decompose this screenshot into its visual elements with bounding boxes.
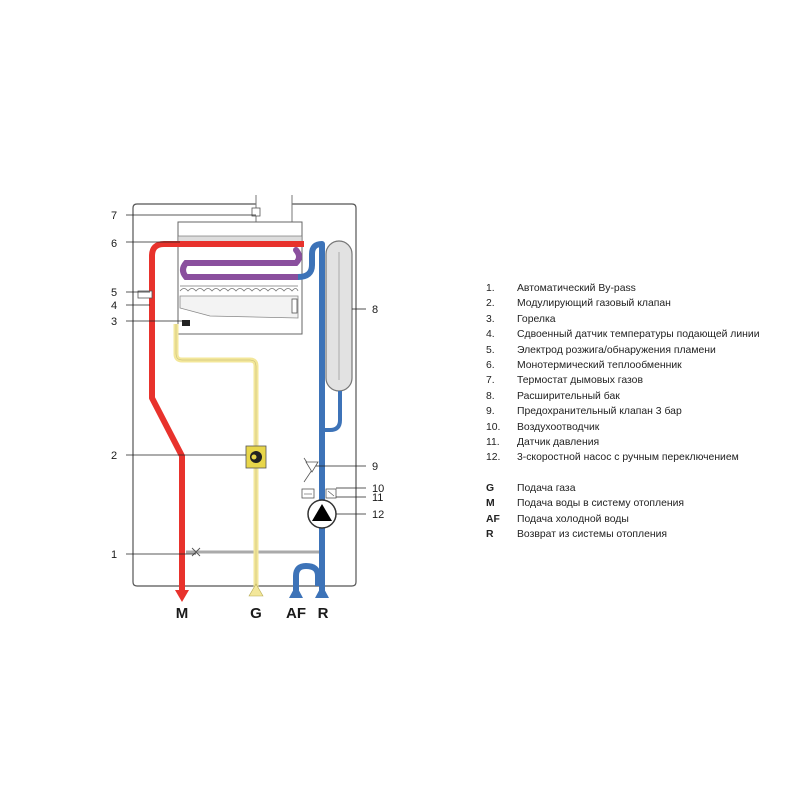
- legend-item: 12. 3-скоростной насос с ручным переключе…: [486, 450, 786, 465]
- flow-outlet-arrow: [175, 590, 189, 602]
- connection-label-af: AF: [286, 605, 306, 622]
- legend-text: Подача газа: [517, 482, 576, 494]
- callout-1: 1: [111, 549, 117, 561]
- legend-text: Монотермический теплообменник: [517, 360, 682, 372]
- return-inlet-arrow: [315, 585, 329, 598]
- heating-flow-pipe: [149, 241, 304, 594]
- legend-code: M: [486, 498, 495, 510]
- callout-3: 3: [111, 316, 117, 328]
- legend-item: 4. Сдвоенный датчик температуры подающей …: [486, 327, 786, 342]
- legend-item: 6. Монотермический теплообменник: [486, 358, 786, 373]
- legend-connection-item: M Подача воды в систему отопления: [486, 496, 786, 511]
- legend-text: Горелка: [517, 313, 556, 325]
- legend-number: 11.: [486, 437, 500, 449]
- legend-text: Расширительный бак: [517, 390, 620, 402]
- temperature-sensor: [137, 290, 153, 299]
- boiler-casing: [132, 203, 357, 587]
- legend-number: 10.: [486, 421, 501, 433]
- callout-12: 12: [372, 509, 384, 521]
- callout-4: 4: [111, 300, 117, 312]
- legend-text: Модулирующий газовый клапан: [517, 298, 671, 310]
- callout-9: 9: [372, 461, 378, 473]
- boiler-diagram: 7 6 5 4 3 2 1 8 9 10 11 12 M G AF R: [111, 195, 384, 622]
- gas-valve: [245, 445, 267, 469]
- legend-number: 9.: [486, 406, 495, 418]
- connection-label-r: R: [318, 605, 329, 622]
- callout-6: 6: [111, 238, 117, 250]
- legend-text: Подача холодной воды: [517, 513, 629, 525]
- gas-inlet-arrow: [248, 583, 264, 597]
- air-vent: [301, 488, 315, 499]
- legend-number: 2.: [486, 298, 495, 310]
- legend-text: Электрод розжига/обнаружения пламени: [517, 344, 716, 356]
- connection-label-m: M: [176, 605, 189, 622]
- legend-text: Автоматический By-pass: [517, 283, 636, 294]
- legend-code: G: [486, 482, 495, 494]
- legend-connection-item: R Возврат из системы отопления: [486, 527, 786, 542]
- legend-number: 1.: [486, 283, 495, 294]
- legend-text: Датчик давления: [517, 437, 600, 449]
- callout-8: 8: [372, 304, 378, 316]
- legend-number: 7.: [486, 375, 495, 387]
- connection-label-g: G: [250, 605, 262, 622]
- legend-text: 3-скоростной насос с ручным переключение…: [517, 452, 739, 464]
- cold-water-inlet-arrow: [289, 585, 303, 598]
- bypass-valve: [191, 547, 201, 557]
- callout-2: 2: [111, 450, 117, 462]
- legend-code: AF: [486, 513, 500, 525]
- callout-10: 10: [372, 483, 384, 495]
- legend-number: 6.: [486, 360, 495, 372]
- flue-thermostat: [251, 207, 261, 217]
- heat-exchanger-coil: [180, 247, 302, 280]
- legend-text: Сдвоенный датчик температуры подающей ли…: [517, 329, 760, 341]
- legend-number: 8.: [486, 390, 495, 402]
- legend-number: 12.: [486, 452, 501, 464]
- safety-valve: [303, 457, 319, 483]
- legend-item: 5. Электрод розжига/обнаружения пламени: [486, 343, 786, 358]
- legend-text: Воздухоотводчик: [517, 421, 600, 433]
- legend-item: 11. Датчик давления: [486, 435, 786, 450]
- legend-text: Возврат из системы отопления: [517, 529, 668, 541]
- callout-11: 11: [372, 492, 383, 504]
- legend-item: 3. Горелка: [486, 312, 786, 327]
- legend-item: 1. Автоматический By-pass: [486, 281, 786, 296]
- flue-pipe: [255, 195, 293, 222]
- legend-connection-item: AF Подача холодной воды: [486, 512, 786, 527]
- heating-return-pipe: [297, 241, 325, 568]
- legend-number: 4.: [486, 329, 495, 341]
- legend: 1. Автоматический By-pass 2. Модулирующий …: [486, 281, 786, 543]
- legend-spacer: [486, 466, 786, 481]
- legend-number: 3.: [486, 313, 495, 325]
- callout-5: 5: [111, 287, 117, 299]
- legend-item: 7. Термостат дымовых газов: [486, 373, 786, 388]
- legend-number: 5.: [486, 344, 495, 356]
- pressure-sensor: [325, 488, 337, 499]
- ignition-electrode: [182, 320, 190, 326]
- gas-line: [173, 324, 259, 588]
- legend-item: 2. Модулирующий газовый клапан: [486, 296, 786, 311]
- pump: [307, 499, 337, 529]
- callout-leaders: [126, 214, 366, 555]
- legend-text: Подача воды в систему отопления: [517, 498, 685, 510]
- legend-item: 9. Предохранительный клапан 3 бар: [486, 404, 786, 419]
- cold-water-pipe: [293, 562, 321, 594]
- legend-text: Предохранительный клапан 3 бар: [517, 406, 682, 418]
- legend-item: 8. Расширительный бак: [486, 389, 786, 404]
- legend-code: R: [486, 529, 494, 541]
- legend-item: 10. Воздухоотводчик: [486, 420, 786, 435]
- callout-7: 7: [111, 210, 117, 222]
- legend-connection-item: G Подача газа: [486, 481, 786, 496]
- legend-text: Термостат дымовых газов: [517, 375, 643, 387]
- burner: [179, 285, 299, 319]
